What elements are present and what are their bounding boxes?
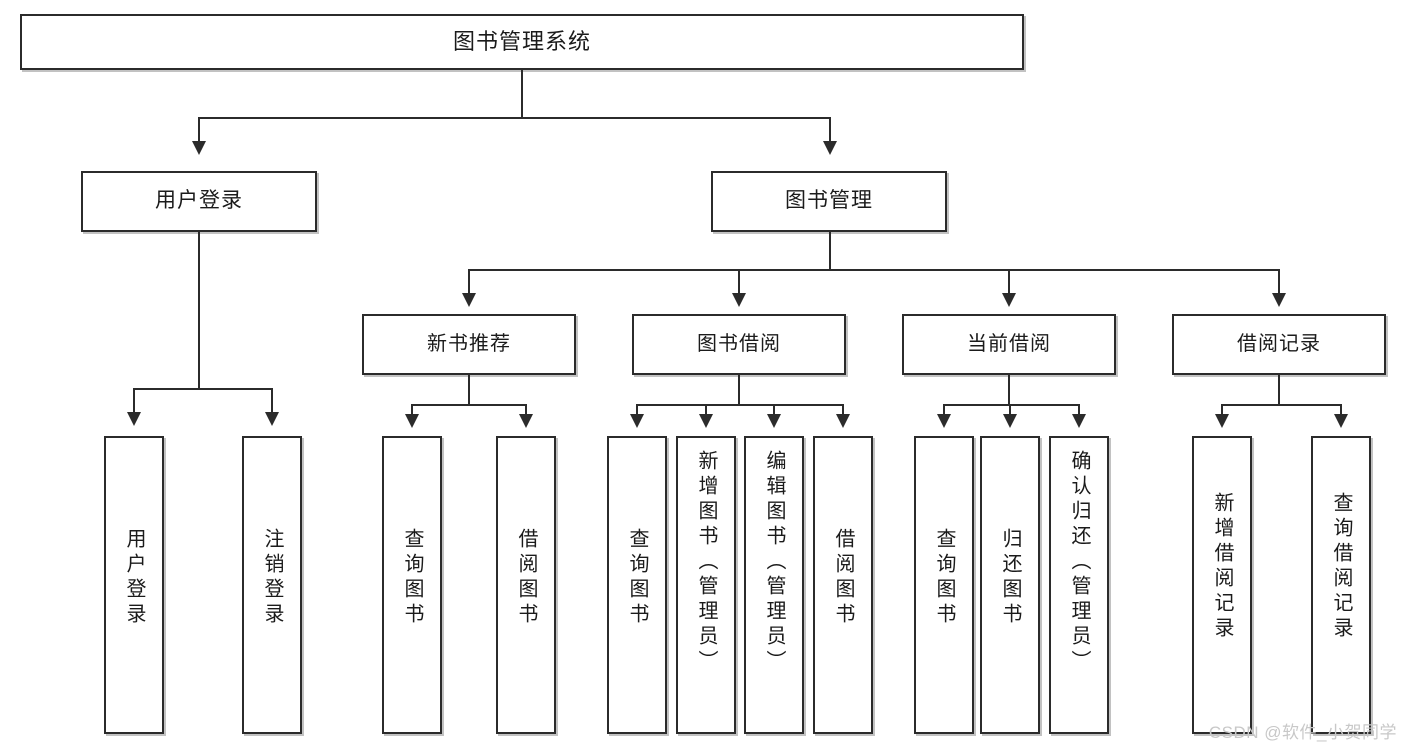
node-user-login[interactable]: 用户登录 — [81, 171, 317, 232]
connector-borrow-to-leaf4 — [842, 404, 844, 416]
connector-current-stem — [1008, 375, 1010, 405]
connector-root-to-book — [829, 117, 831, 143]
node-label: 查询图书 — [626, 528, 648, 628]
node-book-management[interactable]: 图书管理 — [711, 171, 947, 232]
node-current-borrow[interactable]: 当前借阅 — [902, 314, 1116, 375]
arrow-borrow-to-leaf4 — [836, 414, 850, 428]
leaf-current-query-book[interactable]: 查询图书 — [914, 436, 974, 734]
node-label: 用户登录 — [155, 189, 243, 213]
leaf-borrow-borrow-book[interactable]: 借阅图书 — [813, 436, 873, 734]
connector-user-bus — [133, 388, 273, 390]
connector-root-stem — [521, 70, 523, 118]
arrow-record-to-leaf1 — [1215, 414, 1229, 428]
arrow-new-to-leaf2 — [519, 414, 533, 428]
node-label: 查询图书 — [401, 528, 423, 628]
watermark-text: CSDN @软件_小贺同学 — [1208, 723, 1397, 742]
node-label: 图书借阅 — [697, 333, 781, 355]
leaf-borrow-edit-book-admin[interactable]: 编辑图书（管理员） — [744, 436, 804, 734]
connector-borrow-to-leaf2 — [705, 404, 707, 416]
connector-current-to-leaf2 — [1009, 404, 1011, 416]
connector-root-bus — [198, 117, 831, 119]
arrow-current-to-leaf1 — [937, 414, 951, 428]
node-label: 当前借阅 — [967, 333, 1051, 355]
arrow-borrow-to-leaf1 — [630, 414, 644, 428]
node-label: 查询图书 — [933, 528, 955, 628]
arrow-user-to-leaf1 — [127, 412, 141, 426]
connector-borrow-stem — [738, 375, 740, 405]
connector-book-bus — [468, 269, 1280, 271]
arrow-book-to-record — [1272, 293, 1286, 307]
leaf-new-query-book[interactable]: 查询图书 — [382, 436, 442, 734]
leaf-borrow-query-book[interactable]: 查询图书 — [607, 436, 667, 734]
connector-user-stem — [198, 232, 200, 389]
leaf-borrow-add-book-admin[interactable]: 新增图书（管理员） — [676, 436, 736, 734]
node-label: 归还图书 — [999, 528, 1021, 628]
arrow-current-to-leaf2 — [1003, 414, 1017, 428]
leaf-user-logout[interactable]: 注销登录 — [242, 436, 302, 734]
arrow-book-to-new — [462, 293, 476, 307]
connector-record-to-leaf1 — [1221, 404, 1223, 416]
leaf-current-confirm-return-admin[interactable]: 确认归还（管理员） — [1049, 436, 1109, 734]
leaf-record-add[interactable]: 新增借阅记录 — [1192, 436, 1252, 734]
connector-borrow-to-leaf1 — [636, 404, 638, 416]
node-new-book-recommend[interactable]: 新书推荐 — [362, 314, 576, 375]
node-label: 注销登录 — [261, 528, 283, 628]
connector-user-to-leaf2 — [271, 388, 273, 414]
leaf-user-login[interactable]: 用户登录 — [104, 436, 164, 734]
leaf-current-return-book[interactable]: 归还图书 — [980, 436, 1040, 734]
node-label: 新增借阅记录 — [1211, 492, 1233, 642]
node-label: 借阅图书 — [515, 528, 537, 628]
arrow-user-to-leaf2 — [265, 412, 279, 426]
node-label: 借阅图书 — [832, 528, 854, 628]
leaf-new-borrow-book[interactable]: 借阅图书 — [496, 436, 556, 734]
connector-book-to-new — [468, 269, 470, 295]
connector-new-bus — [411, 404, 527, 406]
connector-current-bus — [943, 404, 1079, 406]
node-label: 新书推荐 — [427, 333, 511, 355]
connector-current-to-leaf3 — [1078, 404, 1080, 416]
node-label: 图书管理 — [785, 189, 873, 213]
node-root-system[interactable]: 图书管理系统 — [20, 14, 1024, 70]
arrow-borrow-to-leaf2 — [699, 414, 713, 428]
node-label: 编辑图书（管理员） — [763, 450, 785, 675]
connector-record-stem — [1278, 375, 1280, 405]
connector-book-stem — [829, 232, 831, 270]
connector-record-bus — [1221, 404, 1341, 406]
node-label: 查询借阅记录 — [1330, 492, 1352, 642]
connector-borrow-to-leaf3 — [773, 404, 775, 416]
leaf-record-query[interactable]: 查询借阅记录 — [1311, 436, 1371, 734]
connector-current-to-leaf1 — [943, 404, 945, 416]
connector-root-to-user — [198, 117, 200, 143]
connector-new-to-leaf2 — [525, 404, 527, 416]
arrow-root-to-user — [192, 141, 206, 155]
arrow-record-to-leaf2 — [1334, 414, 1348, 428]
arrow-book-to-borrow — [732, 293, 746, 307]
node-label: 新增图书（管理员） — [695, 450, 717, 675]
connector-book-to-record — [1278, 269, 1280, 295]
node-borrow-record[interactable]: 借阅记录 — [1172, 314, 1386, 375]
arrow-new-to-leaf1 — [405, 414, 419, 428]
connector-new-stem — [468, 375, 470, 405]
node-label: 用户登录 — [123, 528, 145, 628]
connector-record-to-leaf2 — [1340, 404, 1342, 416]
arrow-current-to-leaf3 — [1072, 414, 1086, 428]
node-book-borrow[interactable]: 图书借阅 — [632, 314, 846, 375]
node-label: 确认归还（管理员） — [1068, 450, 1090, 675]
connector-book-to-borrow — [738, 269, 740, 295]
connector-new-to-leaf1 — [411, 404, 413, 416]
arrow-borrow-to-leaf3 — [767, 414, 781, 428]
arrow-book-to-current — [1002, 293, 1016, 307]
node-label: 图书管理系统 — [452, 29, 591, 55]
connector-book-to-current — [1008, 269, 1010, 295]
connector-borrow-bus — [636, 404, 844, 406]
connector-user-to-leaf1 — [133, 388, 135, 414]
arrow-root-to-book — [823, 141, 837, 155]
node-label: 借阅记录 — [1237, 333, 1321, 355]
